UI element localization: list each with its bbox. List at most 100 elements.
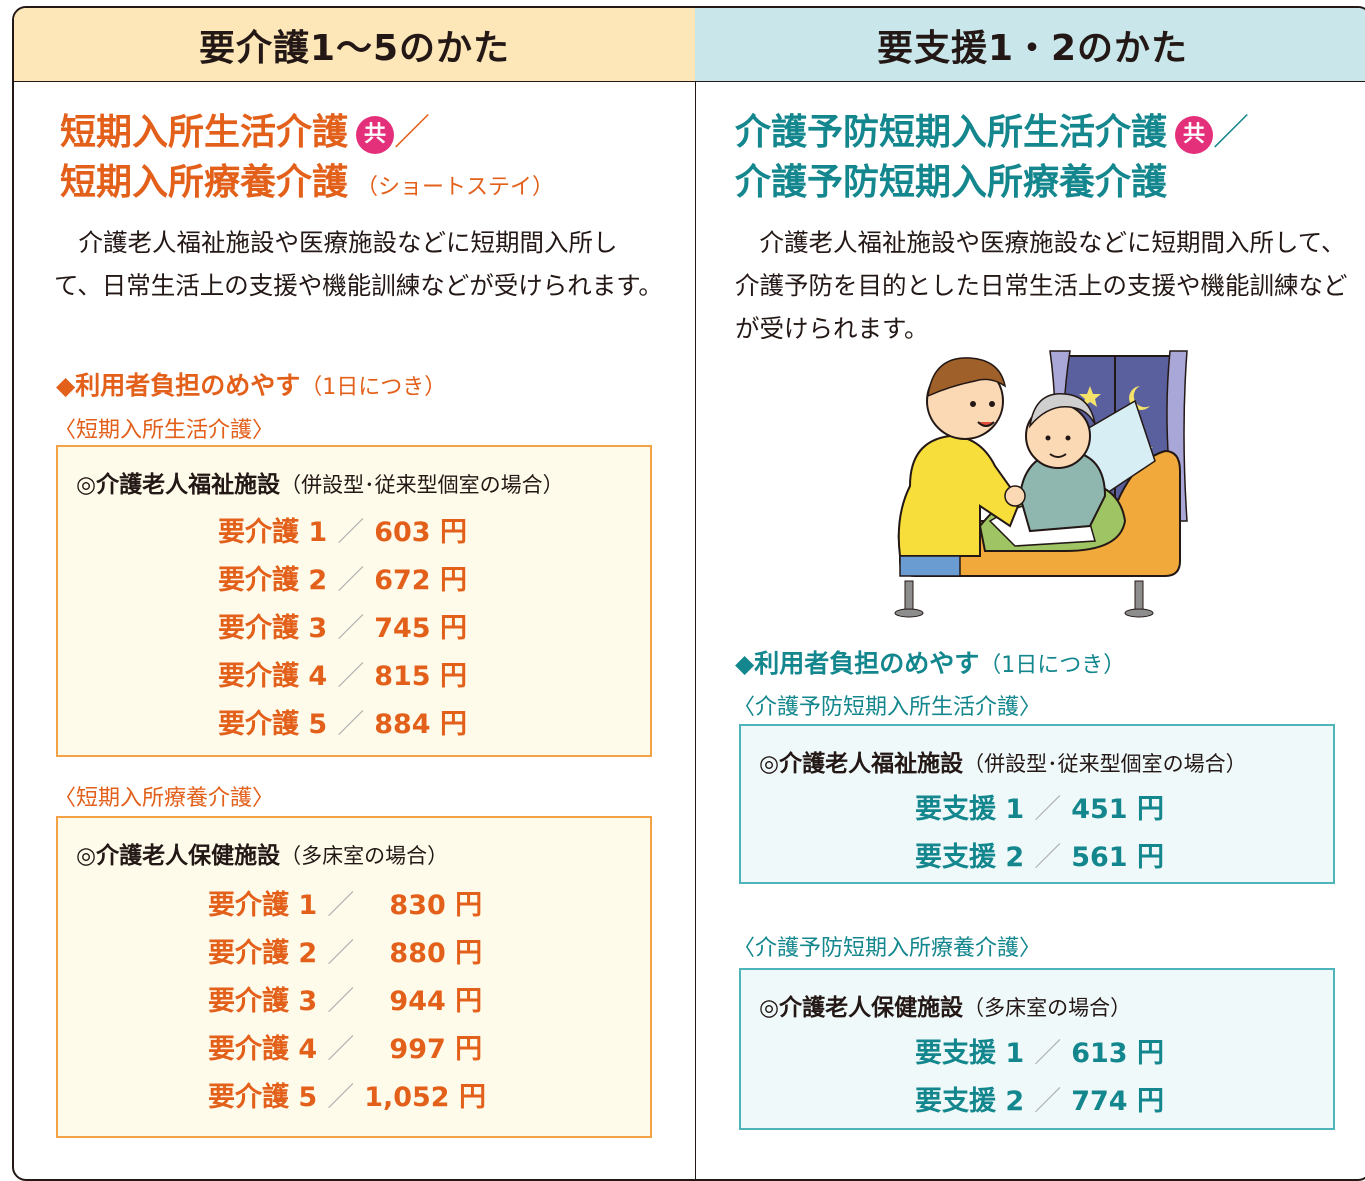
rate-amount: 451 円 — [1071, 794, 1164, 825]
rate-amount: 830 円 — [389, 890, 483, 921]
rate-row: 要支援 2 ／ 774 円 — [915, 1078, 1164, 1126]
rate-list: 要支援 1 ／ 613 円 要支援 2 ／ 774 円 — [915, 1030, 1164, 1126]
rate-amount: 880 円 — [389, 938, 483, 969]
rate-separator: ／ — [1034, 1038, 1062, 1069]
right-cost-heading: ◆利用者負担のめやす（1日につき） — [735, 644, 1125, 680]
rate-separator: ／ — [337, 661, 365, 692]
kyo-badge-icon: 共 — [1175, 116, 1214, 154]
kyo-badge-icon: 共 — [356, 116, 395, 154]
rate-separator: ／ — [337, 517, 365, 548]
facility-note: （多床室の場合） — [280, 844, 449, 868]
rate-row: 要介護 5 ／ 884 円 — [218, 701, 467, 749]
rate-row: 要介護 2 ／ 672 円 — [218, 557, 467, 605]
rate-separator: ／ — [1034, 794, 1062, 825]
facility-note: （多床室の場合） — [963, 996, 1132, 1020]
rate-level: 要支援 2 — [915, 1086, 1025, 1117]
rate-row: 要介護 1 ／ 603 円 — [218, 509, 467, 557]
title-slash: ／ — [1213, 112, 1250, 153]
facility-name: ◎介護老人保健施設 — [759, 995, 964, 1021]
left-column-header: 要介護1～5のかた — [14, 8, 695, 82]
rate-level: 要支援 1 — [915, 1038, 1025, 1069]
cost-heading-note: （1日につき） — [300, 375, 447, 400]
rate-row: 要支援 1 ／ 451 円 — [915, 786, 1164, 834]
rate-separator: ／ — [327, 890, 355, 921]
rate-amount: 944 円 — [389, 986, 483, 1017]
rate-row: 要介護 1 ／ 830 円 — [208, 882, 482, 930]
rate-separator: ／ — [327, 1034, 355, 1065]
rate-separator: ／ — [1034, 842, 1062, 873]
rate-list: 要介護 1 ／ 830 円 要介護 2 ／ 880 円 要介護 3 ／ 944 円 要介護 … — [208, 882, 486, 1122]
rate-separator: ／ — [337, 709, 365, 740]
left-nickname: （ショートステイ） — [356, 175, 555, 200]
rate-row: 要介護 5 ／ 1,052 円 — [208, 1074, 486, 1122]
rate-list: 要介護 1 ／ 603 円 要介護 2 ／ 672 円 要介護 3 ／ 745 円 要介護 … — [218, 509, 467, 749]
rate-separator: ／ — [327, 986, 355, 1017]
rate-row: 要支援 1 ／ 613 円 — [915, 1030, 1164, 1078]
rate-amount: 745 円 — [374, 613, 467, 644]
facility-label: ◎介護老人福祉施設（併設型･従来型個室の場合） — [76, 465, 564, 499]
right-category-1: 〈介護予防短期入所生活介護〉 — [733, 695, 1042, 720]
facility-label: ◎介護老人福祉施設（併設型･従来型個室の場合） — [759, 744, 1247, 778]
left-title-line1: 短期入所生活介護 — [60, 112, 349, 153]
rate-separator: ／ — [337, 565, 365, 596]
rate-level: 要支援 1 — [915, 794, 1025, 825]
rate-amount: 884 円 — [374, 709, 467, 740]
cost-heading-note: （1日につき） — [979, 653, 1126, 678]
rate-row: 要介護 4／815 円 — [218, 653, 467, 701]
rate-level: 要介護 3 — [218, 613, 328, 644]
facility-note: （併設型･従来型個室の場合） — [963, 752, 1247, 776]
rate-amount: 672 円 — [374, 565, 467, 596]
left-description: 介護老人福祉施設や医療施設などに短期間入所して、日常生活上の支援や機能訓練などが… — [54, 228, 663, 300]
left-cost-heading: ◆利用者負担のめやす（1日につき） — [56, 366, 446, 402]
rate-row: 要介護 2 ／ 880 円 — [208, 930, 482, 978]
rate-level: 要介護 5 — [208, 1082, 318, 1113]
comparison-frame: 要介護1～5のかた 短期入所生活介護共／ 短期入所療養介護（ショートステイ） 介… — [12, 6, 1365, 1181]
rate-row: 要支援 2／561 円 — [915, 834, 1164, 882]
right-title-line1: 介護予防短期入所生活介護 — [735, 112, 1168, 153]
rate-amount: 1,052 円 — [364, 1082, 486, 1113]
rate-separator: ／ — [1034, 1086, 1062, 1117]
rate-level: 要介護 3 — [208, 986, 318, 1017]
facility-label: ◎介護老人保健施設（多床室の場合） — [76, 836, 448, 870]
facility-name: ◎介護老人福祉施設 — [76, 472, 281, 498]
rate-row: 要介護 3 ／ 745 円 — [218, 605, 467, 653]
left-column: 要介護1～5のかた 短期入所生活介護共／ 短期入所療養介護（ショートステイ） 介… — [14, 8, 696, 1179]
title-slash: ／ — [394, 112, 431, 153]
caregiver-body — [897, 434, 1022, 557]
right-description: 介護老人福祉施設や医療施設などに短期間入所して、介護予防を目的とした日常生活上の… — [735, 228, 1348, 343]
right-rate-box-2: ◎介護老人保健施設（多床室の場合） 要支援 1 ／ 613 円 要支援 2 ／ 774 … — [739, 968, 1335, 1130]
rate-level: 要介護 1 — [208, 890, 318, 921]
rate-level: 要介護 2 — [208, 938, 318, 969]
facility-note: （併設型･従来型個室の場合） — [280, 473, 564, 497]
rate-row: 要介護 4 ／ 997 円 — [208, 1026, 482, 1074]
rate-amount: 774 円 — [1071, 1086, 1164, 1117]
rate-amount: 997 円 — [389, 1034, 483, 1065]
rate-level: 要介護 4 — [208, 1034, 318, 1065]
rate-separator: ／ — [327, 1082, 355, 1113]
rate-list: 要支援 1／451 円 要支援 2／561 円 — [915, 786, 1164, 882]
rate-level: 要介護 2 — [218, 565, 328, 596]
rate-separator: ／ — [327, 938, 355, 969]
left-category-1: 〈短期入所生活介護〉 — [54, 418, 275, 443]
cost-heading-text: ◆利用者負担のめやす — [56, 371, 301, 400]
right-title-line2: 介護予防短期入所療養介護 — [735, 162, 1168, 203]
rate-amount: 613 円 — [1071, 1038, 1164, 1069]
right-service-title: 介護予防短期入所生活介護共／ 介護予防短期入所療養介護 — [735, 108, 1249, 208]
left-title-line2: 短期入所療養介護 — [60, 162, 349, 203]
rate-level: 要介護 1 — [218, 517, 328, 548]
facility-name: ◎介護老人保健施設 — [76, 843, 281, 869]
rate-amount: 603 円 — [374, 517, 467, 548]
rate-amount: 561 円 — [1071, 842, 1164, 873]
facility-name: ◎介護老人福祉施設 — [759, 751, 964, 777]
left-rate-box-2: ◎介護老人保健施設（多床室の場合） 要介護 1 ／ 830 円 要介護 2 ／ 880 … — [56, 816, 652, 1138]
left-service-title: 短期入所生活介護共／ 短期入所療養介護 （ショートステイ） — [60, 108, 554, 213]
rate-level: 要介護 5 — [218, 709, 328, 740]
rate-row: 要介護 3 ／ 944 円 — [208, 978, 482, 1026]
left-category-2: 〈短期入所療養介護〉 — [54, 786, 275, 811]
facility-label: ◎介護老人保健施設（多床室の場合） — [759, 988, 1131, 1022]
cost-heading-text: ◆利用者負担のめやす — [735, 649, 980, 678]
caregiver-bedside-illustration — [894, 350, 1188, 618]
rate-level: 要介護 4 — [218, 661, 328, 692]
right-column: 要支援1・2のかた 介護予防短期入所生活介護共／ 介護予防短期入所療養介護 介護… — [695, 8, 1365, 1179]
rate-separator: ／ — [337, 613, 365, 644]
